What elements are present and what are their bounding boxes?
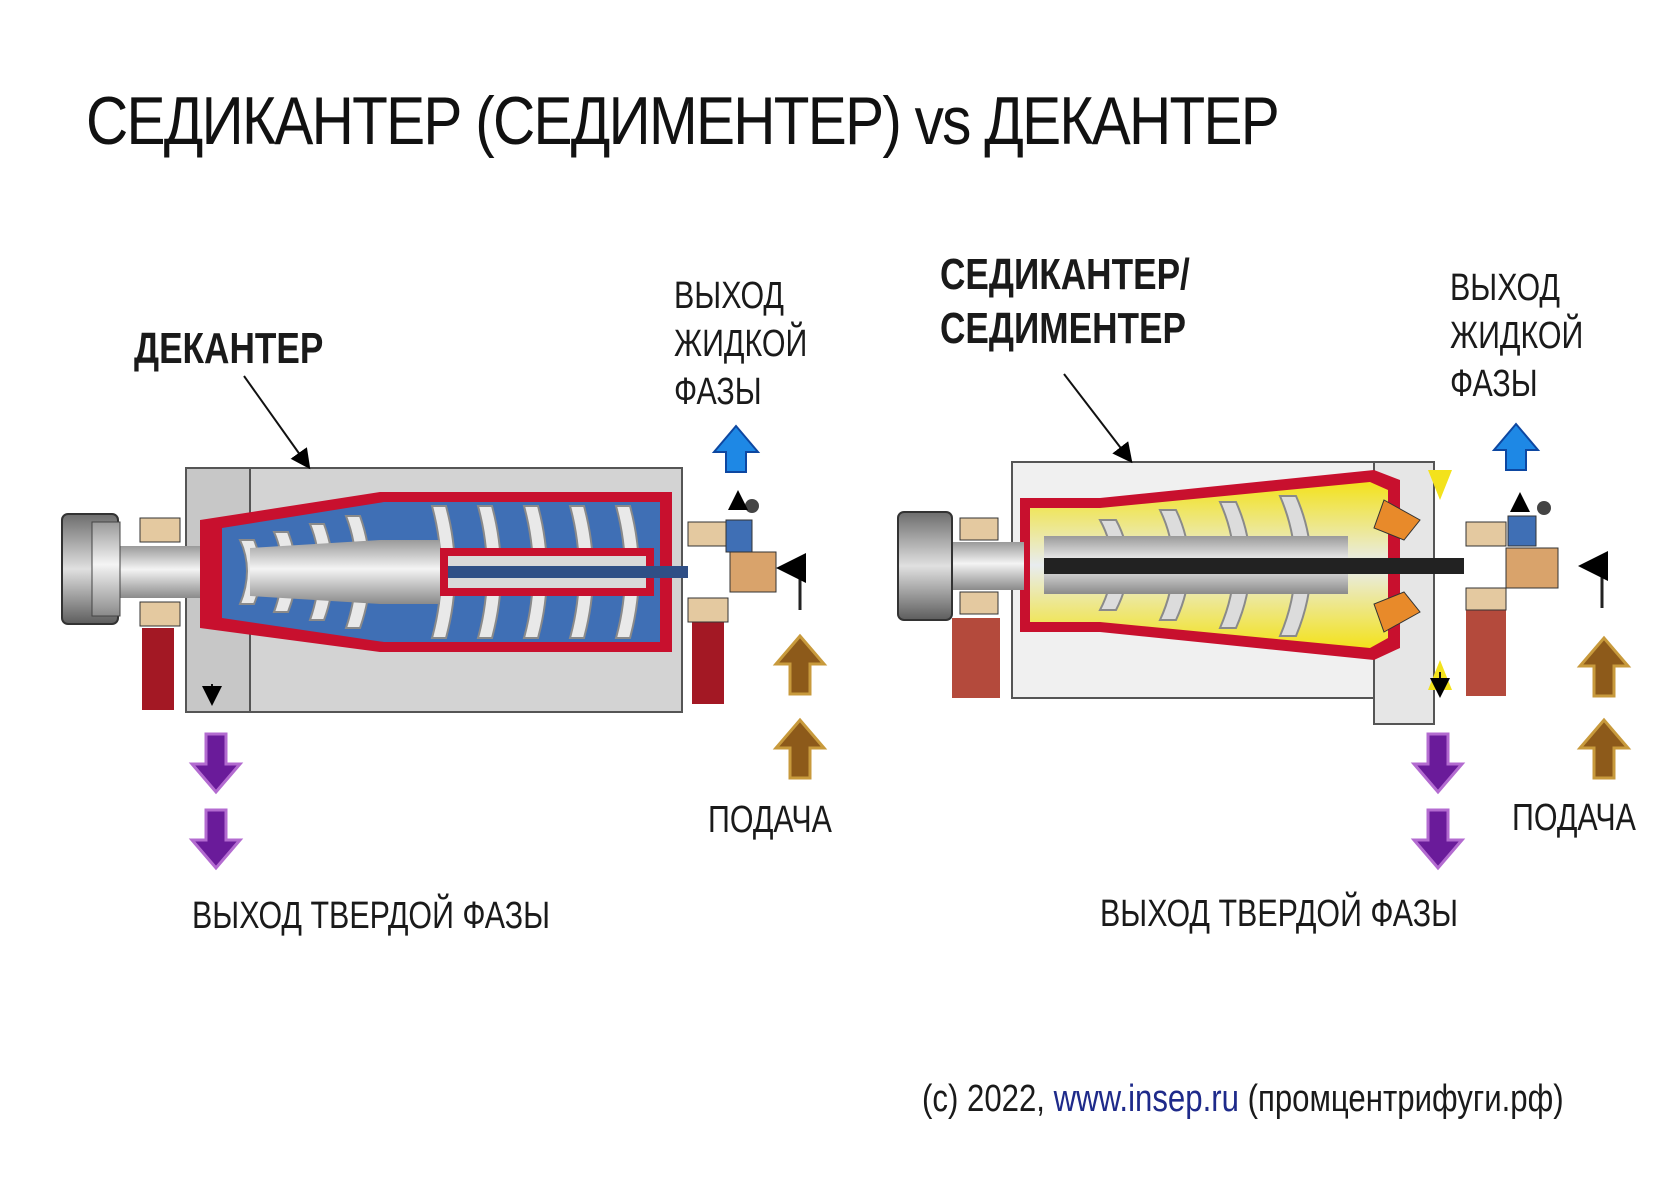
right-liquid-out-line-2: ЖИДКОЙ [1450, 315, 1584, 357]
sedicanter-bottom-cone [1373, 591, 1421, 633]
left-liquid-out-arrow [711, 424, 761, 473]
sedicanter-label: СЕДИКАНТЕР/ СЕДИМЕНТЕР [940, 248, 1190, 356]
left-liquid-out-line-3: ФАЗЫ [674, 371, 762, 413]
right-liquid-out-line-3: ФАЗЫ [1450, 363, 1538, 405]
right-solid-out-arrow-1 [1410, 732, 1466, 795]
sedicanter-liquid-outlet [1507, 515, 1537, 547]
decanter-bearing-right-bottom [687, 597, 729, 623]
decanter-label-pointer [243, 375, 311, 470]
left-liquid-out-label: ВЫХОД ЖИДКОЙ ФАЗЫ [674, 272, 807, 416]
left-solid-out-arrow-1 [188, 732, 244, 795]
decanter-support-left [142, 628, 174, 710]
decanter-feed-coupling [729, 551, 777, 593]
sedicanter-valve-knob [1537, 501, 1551, 515]
page-title: СЕДИКАНТЕР (СЕДИМЕНТЕР) vs ДЕКАНТЕР [86, 83, 1280, 159]
sedicanter-feed-pipe [1044, 558, 1464, 574]
decanter-valve-knob [745, 499, 759, 513]
right-liquid-out-line-1: ВЫХОД [1450, 267, 1561, 309]
decanter-label: ДЕКАНТЕР [134, 324, 324, 373]
left-liquid-out-line-1: ВЫХОД [674, 275, 785, 317]
left-solid-out-arrow-2 [188, 808, 244, 871]
decanter-hub [250, 540, 440, 604]
right-feed-arrow-1 [1576, 635, 1632, 698]
decanter-liquid-outlet [725, 519, 753, 553]
decanter-pulley-hub [91, 521, 121, 617]
right-feed-label: ПОДАЧА [1512, 797, 1636, 839]
sedicanter-label-line-1: СЕДИКАНТЕР/ [940, 250, 1190, 299]
decanter-bearing-left-bottom [139, 601, 181, 627]
sedicanter-drawing [897, 373, 1608, 725]
sedicanter-bearing-right-bottom [1465, 587, 1507, 611]
left-solid-out-label: ВЫХОД ТВЕРДОЙ ФАЗЫ [192, 895, 551, 937]
sedicanter-bearing-left-top [959, 517, 999, 541]
sedicanter-drive-pulley [897, 511, 953, 621]
decanter-shaft [110, 546, 200, 598]
sedicanter-shaft [944, 542, 1024, 590]
decanter-drawing [61, 375, 806, 713]
sedicanter-bearing-right-top [1465, 521, 1507, 547]
sedicanter-label-line-2: СЕДИМЕНТЕР [940, 304, 1186, 353]
footer-link[interactable]: www.insep.ru [1053, 1078, 1239, 1120]
right-solid-out-label: ВЫХОД ТВЕРДОЙ ФАЗЫ [1100, 893, 1459, 935]
right-liquid-out-label: ВЫХОД ЖИДКОЙ ФАЗЫ [1450, 264, 1583, 408]
copyright-footer: (c) 2022, www.insep.ru (промцентрифуги.р… [922, 1078, 1564, 1121]
decanter-support-right [692, 614, 724, 704]
right-liquid-out-arrow [1491, 422, 1541, 471]
decanter-feed-pipe [448, 566, 688, 578]
sedicanter-liquid-spray [1428, 470, 1452, 500]
right-solid-out-arrow-2 [1410, 808, 1466, 871]
decanter-bearing-left-top [139, 517, 181, 543]
footer-suffix: (промцентрифуги.рф) [1238, 1078, 1564, 1120]
left-feed-arrow-2 [772, 717, 828, 780]
sedicanter-support-left [952, 618, 1000, 698]
footer-prefix: (c) 2022, [922, 1078, 1054, 1120]
right-feed-arrow-2 [1576, 717, 1632, 780]
sedicanter-bearing-left-bottom [959, 591, 999, 615]
sedicanter-label-pointer [1063, 373, 1133, 464]
left-feed-label: ПОДАЧА [708, 799, 832, 841]
left-feed-arrow-1 [772, 633, 828, 696]
sedicanter-feed-coupling [1505, 547, 1559, 589]
sedicanter-top-cone [1373, 499, 1421, 541]
sedicanter-support-right [1466, 604, 1506, 696]
decanter-bearing-right-top [687, 521, 729, 547]
left-liquid-out-line-2: ЖИДКОЙ [674, 323, 808, 365]
